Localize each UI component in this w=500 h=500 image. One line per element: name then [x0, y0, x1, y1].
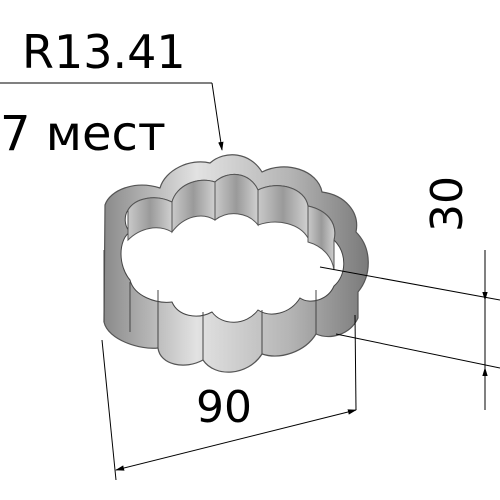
flower-cutter-shape	[103, 154, 369, 373]
width-label: 90	[196, 382, 252, 433]
count-label: 7 мест	[0, 106, 166, 162]
inner-lobe-topright	[257, 185, 309, 240]
radius-label: R13.41	[22, 25, 186, 79]
height-dimension: 30	[319, 176, 500, 410]
lobe-seams	[103, 250, 317, 360]
width-dimension: 90	[101, 314, 357, 481]
inner-lobe-topleft	[171, 179, 216, 234]
radius-dimension: R13.41 7 мест	[0, 25, 224, 162]
height-label: 30	[422, 176, 473, 232]
